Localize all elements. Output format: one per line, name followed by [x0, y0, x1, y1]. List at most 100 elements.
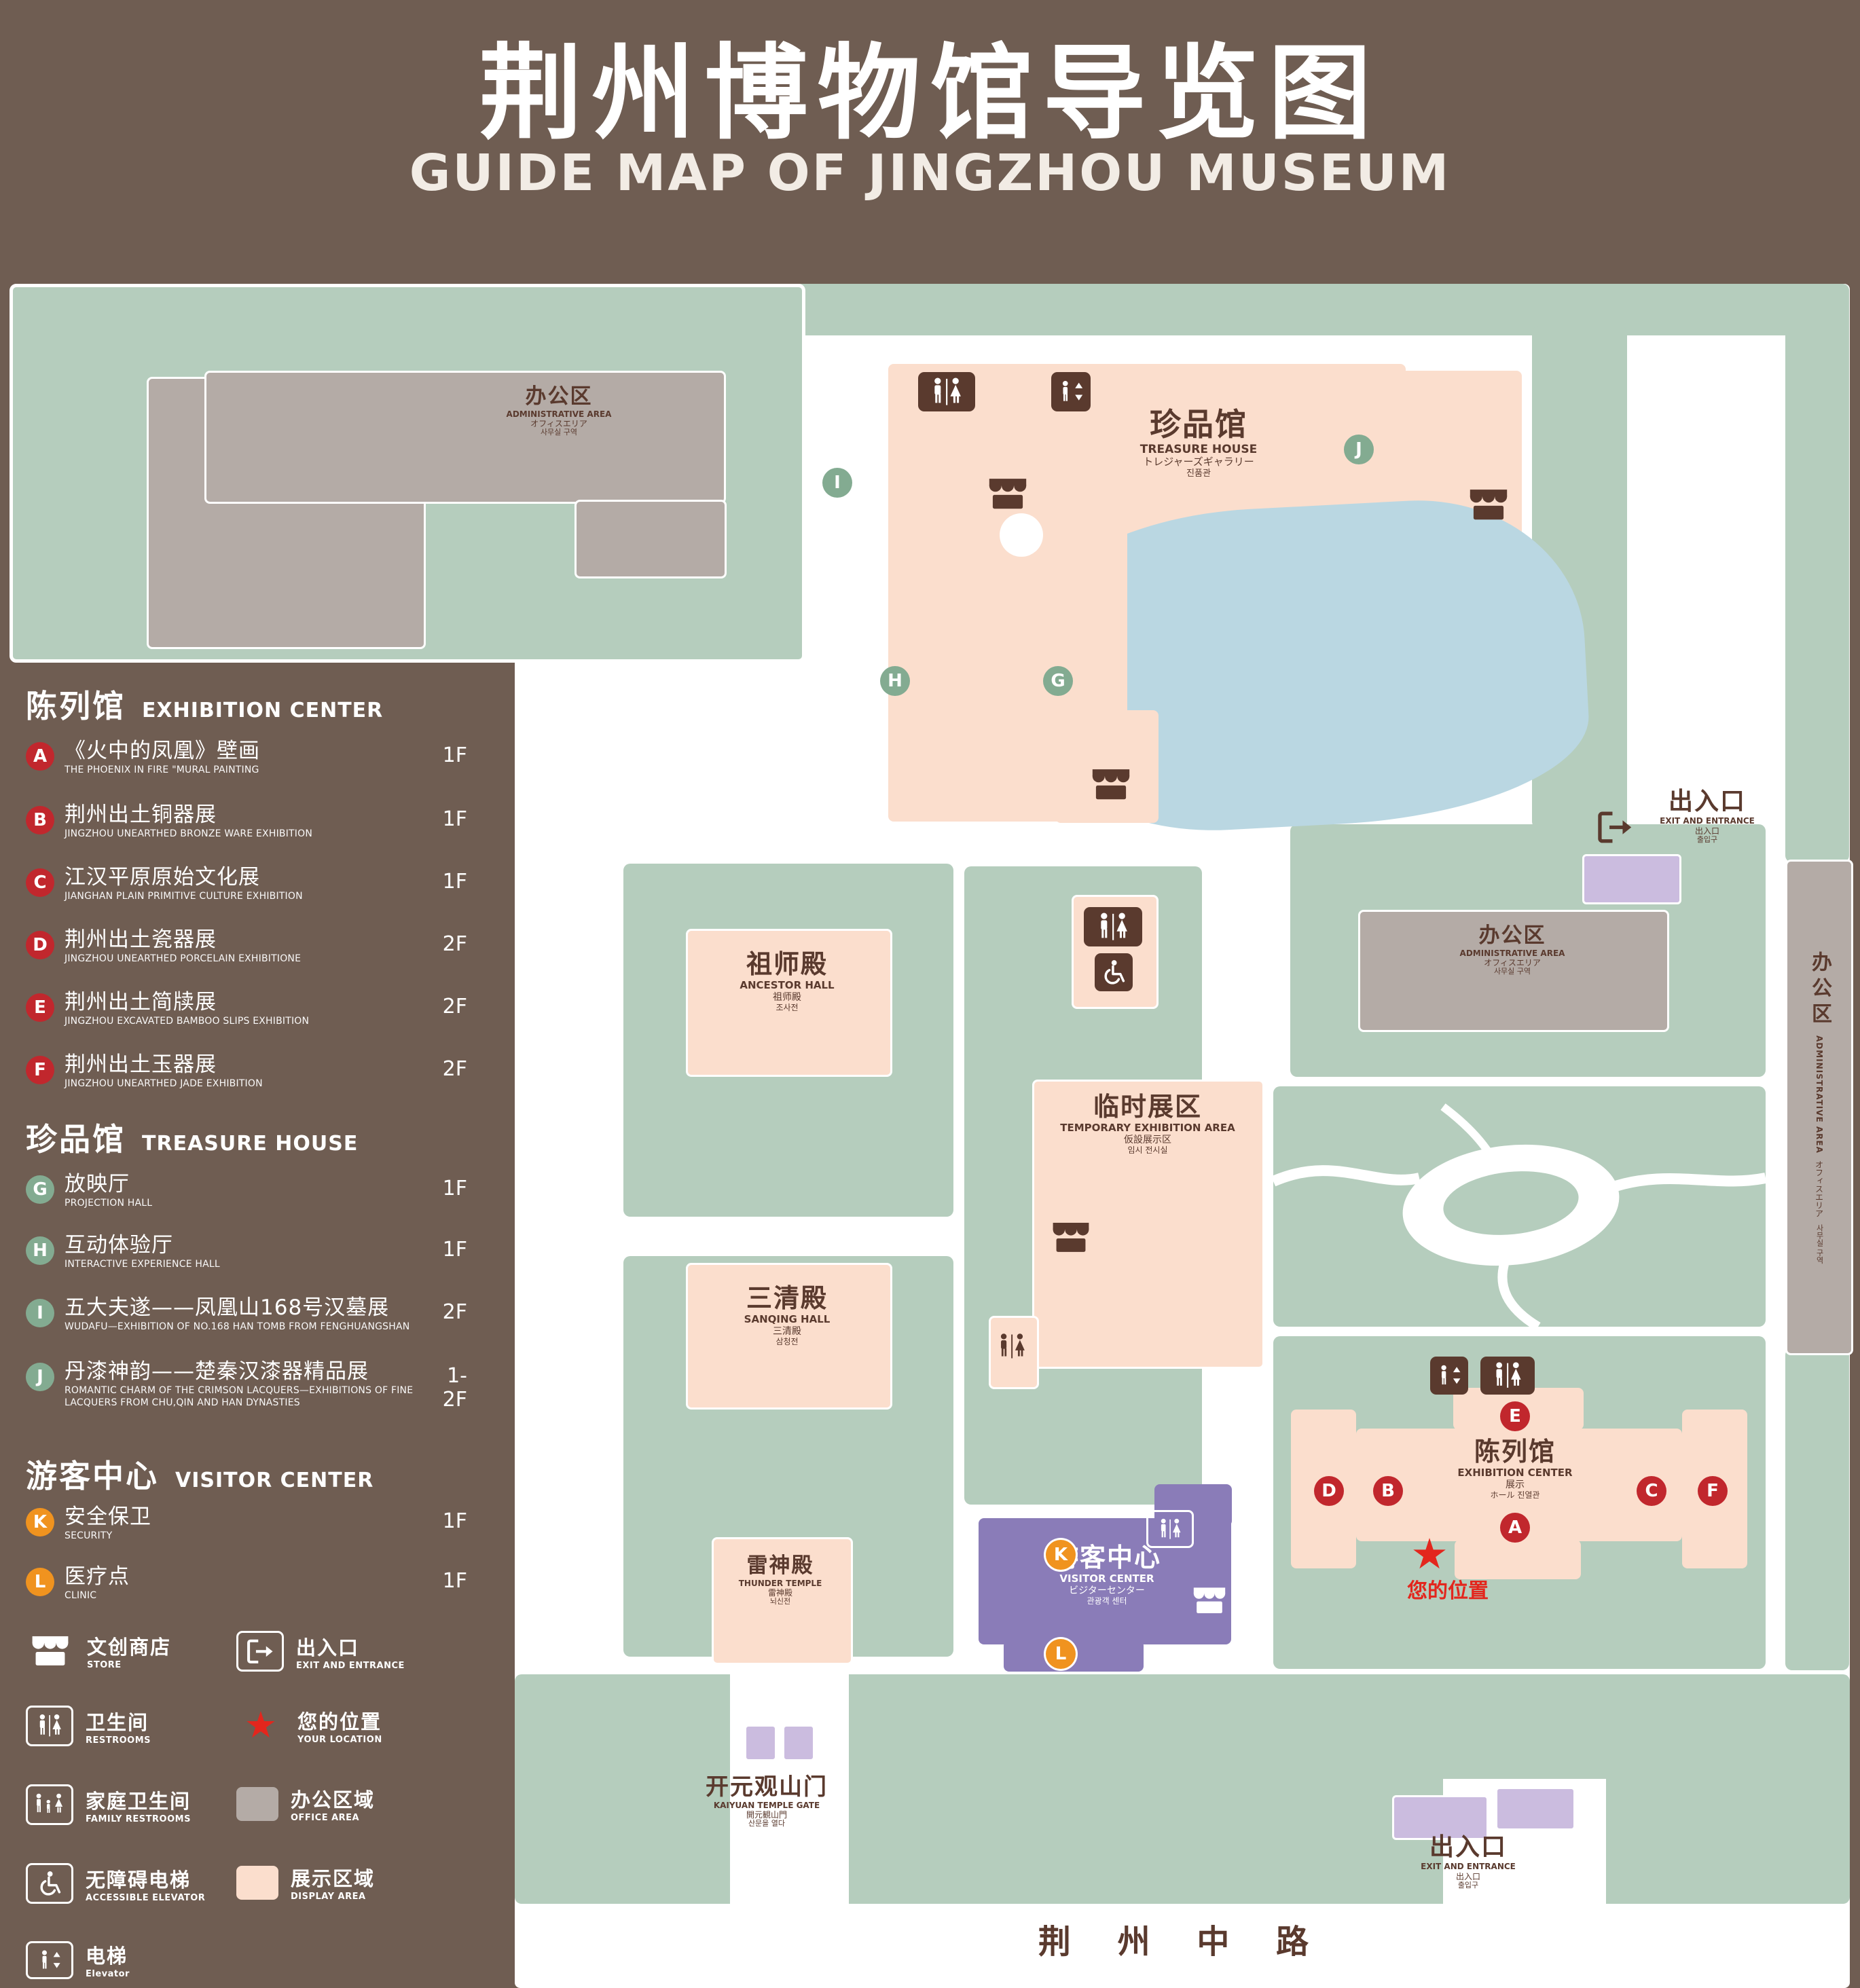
sanqing-hall-label: 三清殿 SANQING HALL 三清殿 삼청전 [686, 1283, 888, 1346]
lawn-garden [1273, 1086, 1766, 1327]
label-zh: 雷神殿 [746, 1553, 814, 1578]
label-kr: 사무실 구역 [1815, 1223, 1824, 1264]
admin-right-building [1358, 910, 1669, 1032]
label-kr: 사무실 구역 [1493, 966, 1531, 976]
marker-A: A [1500, 1513, 1530, 1543]
exhibition-center-label: 陈列馆 EXHIBITION CENTER 展示 ホール 진열관 [1396, 1437, 1634, 1500]
legend-office-area: 办公区域 OFFICE AREA [236, 1784, 375, 1823]
section-en: EXHIBITION CENTER [142, 699, 384, 722]
item-letter-badge: C [26, 868, 54, 897]
your-location-text: 您的位置 [1407, 1579, 1489, 1603]
label-jp: オフィスエリア [530, 418, 587, 428]
item-en: JINGZHOU EXCAVATED BAMBOO SLIPS EXHIBITI… [65, 1016, 310, 1027]
label-kr: 뇌신전 [769, 1596, 791, 1606]
label-zh: 珍品馆 [1150, 406, 1247, 443]
item-en: SECURITY [65, 1530, 113, 1542]
lawn-far-right-bottom [1785, 1348, 1849, 1670]
location-star-icon: ★ [244, 1704, 278, 1746]
item-letter-badge: B [26, 806, 54, 834]
item-zh: 荆州出土铜器展 [65, 803, 217, 827]
treasure-house-label: 珍品馆 TREASURE HOUSE トレジャーズギャラリー 진품관 [1056, 406, 1341, 479]
legend-family-restroom: 家庭卫生间 FAMILY RESTROOMS [26, 1784, 191, 1825]
item-floor: 2F [442, 1300, 467, 1324]
label-en: EXHIBITION CENTER [1457, 1466, 1573, 1479]
section-header-exhibition: 陈列馆 EXHIBITION CENTER [26, 682, 383, 726]
label-zh: 出入口 [1668, 788, 1746, 815]
exit-label-top-right: 出入口 EXIT AND ENTRANCE 出入口 출입구 [1639, 788, 1775, 845]
label-jp: 雷神殿 [767, 1587, 792, 1598]
label-jp: 出入口 [1455, 1871, 1480, 1881]
label-zh: 祖师殿 [746, 949, 828, 979]
legend-zh: 出入口 [296, 1636, 360, 1659]
list-item-H: H 互动体验厅 INTERACTIVE EXPERIENCE HALL 1F [26, 1233, 467, 1270]
marker-H: H [880, 666, 910, 696]
item-zh: 江汉平原原始文化展 [65, 865, 260, 889]
item-letter-badge: I [26, 1299, 54, 1327]
marker-C: C [1637, 1476, 1666, 1506]
label-en: ADMINISTRATIVE AREA [506, 409, 612, 419]
entrance-building [1495, 1787, 1575, 1830]
item-floor: 1F [442, 1509, 467, 1533]
thunder-temple-label: 雷神殿 THUNDER TEMPLE 雷神殿 뇌신전 [712, 1553, 849, 1606]
label-jp: オフィスエリア [1814, 1160, 1824, 1217]
label-zh: 办公区 [525, 384, 593, 409]
legend-zh: 卫生间 [86, 1710, 149, 1734]
legend-zh: 您的位置 [297, 1710, 382, 1733]
label-zh: 办公区 [1478, 923, 1546, 948]
label-jp: オフィスエリア [1484, 957, 1541, 968]
restroom-icon [918, 372, 975, 411]
label-zh: 三清殿 [746, 1283, 828, 1313]
marker-I: I [822, 468, 852, 498]
label-kr: 임시 전시실 [1127, 1145, 1168, 1156]
legend-elevator: 电梯 Elevator [26, 1940, 130, 1979]
ancestor-hall-building [686, 929, 892, 1077]
item-floor: 1-2F [442, 1364, 467, 1412]
legend-zh: 电梯 [86, 1945, 128, 1968]
thunder-temple-building [712, 1537, 853, 1665]
label-en: ANCESTOR HALL [740, 978, 835, 991]
item-letter-badge: G [26, 1175, 54, 1204]
label-en: EXIT AND ENTRANCE [1660, 816, 1755, 826]
item-floor: 1F [442, 870, 467, 894]
marker-G: G [1043, 666, 1073, 696]
legend-en: Elevator [86, 1969, 130, 1979]
accessible-elevator-icon [26, 1863, 73, 1904]
item-en: ROMANTIC CHARM OF THE CRIMSON LACQUERS—E… [65, 1385, 414, 1409]
legend-en: DISPLAY AREA [291, 1892, 366, 1902]
gate-label: 开元观山门 KAIYUAN TEMPLE GATE 開元観山門 산문을 열다 [658, 1773, 875, 1828]
legend-en: YOUR LOCATION [297, 1734, 382, 1745]
legend-zh: 文创商店 [87, 1635, 172, 1659]
list-item-G: G 放映厅 PROJECTION HALL 1F [26, 1172, 467, 1209]
item-floor: 1F [442, 743, 467, 767]
item-floor: 1F [442, 1238, 467, 1262]
restroom-icon [26, 1706, 73, 1746]
section-en: VISITOR CENTER [175, 1469, 374, 1492]
temporary-exhibition-label: 临时展区 TEMPORARY EXHIBITION AREA 仮設展示区 임시 … [1034, 1092, 1262, 1155]
elevator-icon [1051, 372, 1091, 411]
label-kr: 관광객 센터 [1087, 1596, 1127, 1606]
office-area-swatch [236, 1786, 278, 1821]
location-star-icon: ★ [1410, 1529, 1448, 1579]
section-header-treasure: 珍品馆 TREASURE HOUSE [26, 1115, 358, 1160]
item-letter-badge: L [26, 1568, 54, 1596]
item-en: JINGZHOU UNEARTHED PORCELAIN EXHIBITIONE [65, 953, 302, 965]
entrance-building [1582, 854, 1681, 904]
section-zh: 游客中心 [26, 1458, 159, 1494]
visitor-center-label: 游客中心 VISITOR CENTER ビジターセンター 관광객 센터 [993, 1543, 1221, 1606]
store-icon [1088, 766, 1134, 803]
legend-location: ★ 您的位置 YOUR LOCATION [236, 1706, 382, 1745]
item-letter-badge: A [26, 742, 54, 771]
label-jp: トレジャーズギャラリー [1143, 456, 1254, 468]
restroom-icon [1146, 1510, 1194, 1548]
list-item-E: E 荆州出土简牍展 JINGZHOU EXCAVATED BAMBOO SLIP… [26, 990, 467, 1027]
legend-zh: 办公区域 [291, 1788, 376, 1811]
list-item-C: C 江汉平原原始文化展 JIANGHAN PLAIN PRIMITIVE CUL… [26, 865, 467, 902]
item-zh: 《火中的凤凰》壁画 [65, 739, 260, 763]
poster-title-en: GUIDE MAP OF JINGZHOU MUSEUM [409, 144, 1451, 202]
label-kr: 출입구 [1457, 1880, 1479, 1890]
legend-accessible-elevator: 无障碍电梯 ACCESSIBLE ELEVATOR [26, 1863, 205, 1904]
list-item-A: A 《火中的凤凰》壁画 THE PHOENIX IN FIRE "MURAL P… [26, 739, 467, 776]
store-icon [985, 475, 1031, 512]
label-kr: ホール 진열관 [1490, 1490, 1540, 1501]
legend-en: EXIT AND ENTRANCE [296, 1660, 405, 1671]
